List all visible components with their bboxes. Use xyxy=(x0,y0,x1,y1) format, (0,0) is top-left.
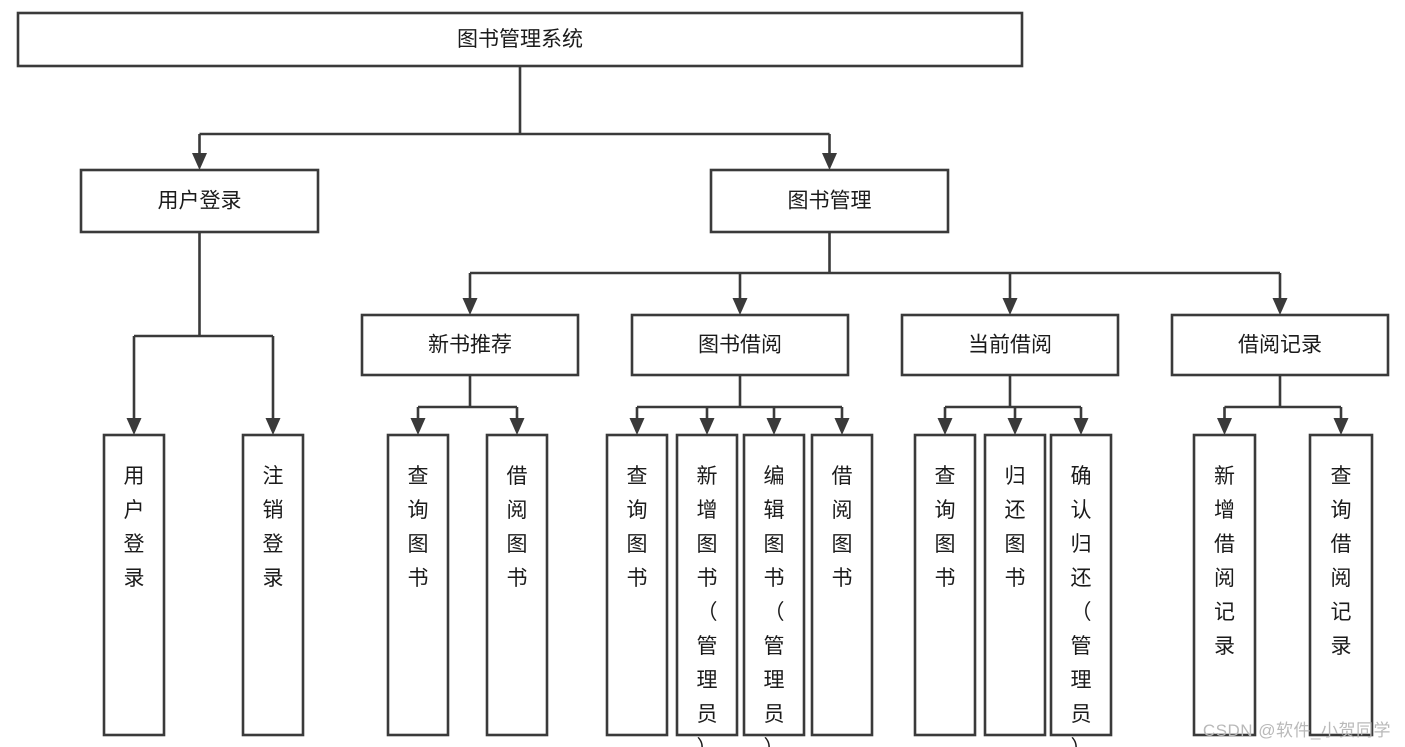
node-layer: 图书管理系统用户登录图书管理新书推荐图书借阅当前借阅借阅记录用户登录注销登录查询… xyxy=(16,11,1390,747)
node-box-borrow-record xyxy=(1170,313,1390,377)
node-box-leaf-edit-book xyxy=(742,433,806,737)
node-new-book-recommend[interactable]: 新书推荐 xyxy=(360,313,580,377)
node-label-leaf-logout-login: 注销登录 xyxy=(263,465,284,590)
node-leaf-user-login[interactable]: 用户登录 xyxy=(102,433,166,737)
node-box-leaf-borrow-book-recommend xyxy=(485,433,549,737)
node-leaf-return-book[interactable]: 归还图书 xyxy=(983,433,1047,737)
node-user-login[interactable]: 用户登录 xyxy=(79,168,320,234)
node-label-root: 图书管理系统 xyxy=(457,28,583,51)
node-box-leaf-query-book-borrow xyxy=(605,433,669,737)
node-box-leaf-query-borrow-record xyxy=(1308,433,1374,737)
node-label-leaf-query-book-borrow: 查询图书 xyxy=(627,465,648,590)
node-box-user-login xyxy=(79,168,320,234)
node-label-leaf-add-book: 新增图书（管理员） xyxy=(697,465,718,747)
node-box-leaf-logout-login xyxy=(241,433,305,737)
node-label-borrow-record: 借阅记录 xyxy=(1238,334,1322,357)
node-book-borrow[interactable]: 图书借阅 xyxy=(630,313,850,377)
node-label-current-borrow: 当前借阅 xyxy=(968,334,1052,357)
node-label-leaf-query-book-recommend: 查询图书 xyxy=(408,465,429,590)
node-label-leaf-add-borrow-record: 新增借阅记录 xyxy=(1214,465,1235,658)
csdn-watermark: CSDN @软件_小贺同学 xyxy=(1202,721,1391,740)
node-box-book-management xyxy=(709,168,950,234)
node-box-leaf-borrow-book xyxy=(810,433,874,737)
node-label-new-book-recommend: 新书推荐 xyxy=(428,334,512,357)
node-box-leaf-confirm-return xyxy=(1049,433,1113,737)
node-box-leaf-query-book-current xyxy=(913,433,977,737)
node-leaf-borrow-book-recommend[interactable]: 借阅图书 xyxy=(485,433,549,737)
node-label-leaf-query-book-current: 查询图书 xyxy=(935,465,956,590)
node-box-book-borrow xyxy=(630,313,850,377)
node-label-book-management: 图书管理 xyxy=(788,190,872,213)
node-label-leaf-borrow-book-recommend: 借阅图书 xyxy=(507,465,528,590)
node-current-borrow[interactable]: 当前借阅 xyxy=(900,313,1120,377)
node-box-current-borrow xyxy=(900,313,1120,377)
node-label-book-borrow: 图书借阅 xyxy=(698,334,782,357)
node-box-new-book-recommend xyxy=(360,313,580,377)
node-label-leaf-borrow-book: 借阅图书 xyxy=(832,465,853,590)
node-box-root xyxy=(16,11,1024,68)
node-leaf-add-borrow-record[interactable]: 新增借阅记录 xyxy=(1192,433,1257,737)
node-box-leaf-query-book-recommend xyxy=(386,433,450,737)
node-borrow-record[interactable]: 借阅记录 xyxy=(1170,313,1390,377)
node-leaf-query-book-current[interactable]: 查询图书 xyxy=(913,433,977,737)
connector-layer xyxy=(126,66,1349,435)
node-leaf-query-borrow-record[interactable]: 查询借阅记录 xyxy=(1308,433,1374,737)
node-leaf-borrow-book[interactable]: 借阅图书 xyxy=(810,433,874,737)
node-book-management[interactable]: 图书管理 xyxy=(709,168,950,234)
node-box-leaf-return-book xyxy=(983,433,1047,737)
node-label-leaf-query-borrow-record: 查询借阅记录 xyxy=(1331,465,1352,658)
node-label-leaf-user-login: 用户登录 xyxy=(124,465,145,590)
node-label-leaf-edit-book: 编辑图书（管理员） xyxy=(764,465,785,747)
node-box-leaf-add-book xyxy=(675,433,739,737)
node-label-leaf-confirm-return: 确认归还（管理员） xyxy=(1071,465,1092,747)
node-leaf-query-book-borrow[interactable]: 查询图书 xyxy=(605,433,669,737)
node-leaf-edit-book[interactable]: 编辑图书（管理员） xyxy=(742,433,806,747)
node-box-leaf-user-login xyxy=(102,433,166,737)
node-box-leaf-add-borrow-record xyxy=(1192,433,1257,737)
node-leaf-logout-login[interactable]: 注销登录 xyxy=(241,433,305,737)
node-leaf-confirm-return[interactable]: 确认归还（管理员） xyxy=(1049,433,1113,747)
node-label-leaf-return-book: 归还图书 xyxy=(1005,465,1026,590)
node-leaf-add-book[interactable]: 新增图书（管理员） xyxy=(675,433,739,747)
node-root[interactable]: 图书管理系统 xyxy=(16,11,1024,68)
node-label-user-login: 用户登录 xyxy=(158,190,242,213)
node-leaf-query-book-recommend[interactable]: 查询图书 xyxy=(386,433,450,737)
